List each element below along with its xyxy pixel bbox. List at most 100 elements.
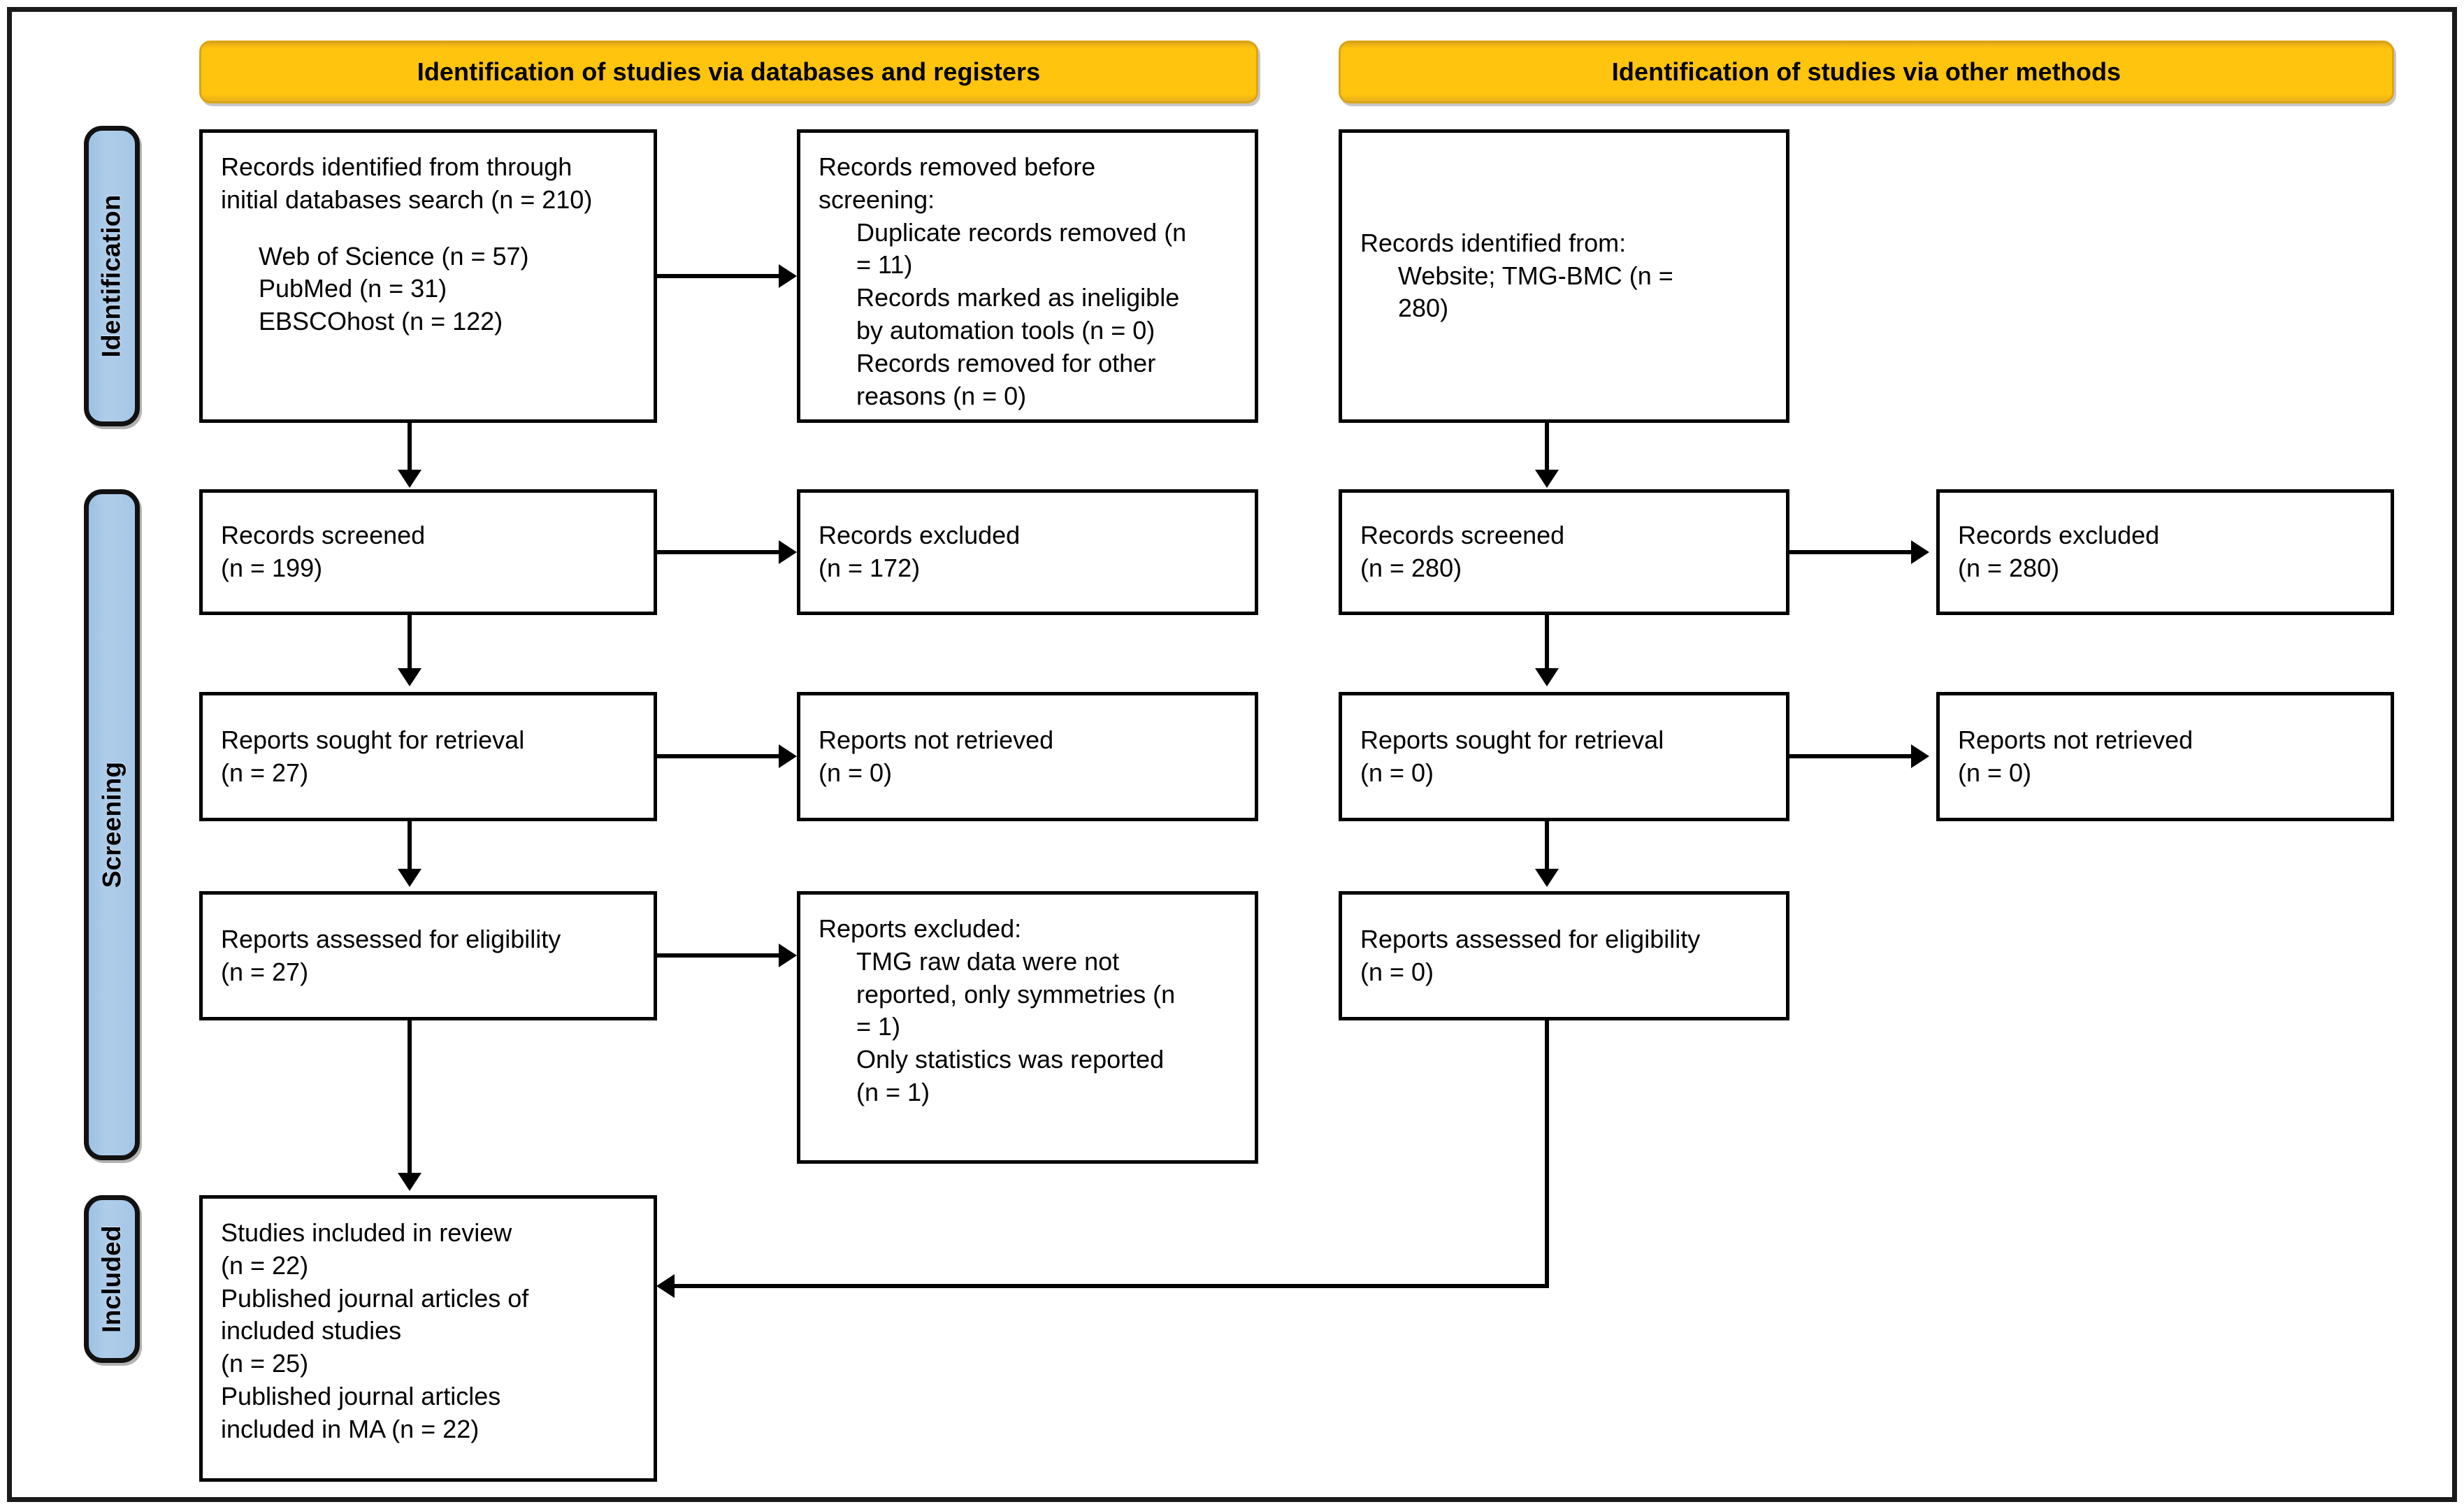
records-removed-duplicates-line-1: Duplicate records removed (n bbox=[856, 217, 1187, 247]
arrowhead-other-screened-to-sought bbox=[1535, 668, 1559, 686]
stage-label-identification-text: Identification bbox=[97, 194, 126, 358]
box-records-removed-before-screening: Records removed before screening: Duplic… bbox=[797, 129, 1258, 423]
published-articles-in-ma-line-1: Published journal articles bbox=[221, 1381, 501, 1410]
arrowhead-assessed-to-reports-excluded bbox=[779, 944, 797, 967]
published-articles-of-included-line-2: included studies bbox=[221, 1316, 402, 1345]
stage-label-identification: Identification bbox=[84, 126, 140, 426]
arrowhead-other-sought-to-not-retrieved bbox=[1911, 744, 1929, 768]
stage-label-screening-text: Screening bbox=[97, 761, 127, 888]
studies-included-count: (n = 22) bbox=[221, 1250, 309, 1280]
other-reports-sought-count: (n = 0) bbox=[1360, 758, 1434, 787]
column-header-databases-text: Identification of studies via databases … bbox=[417, 57, 1041, 86]
box-reports-not-retrieved-other-methods: Reports not retrieved (n = 0) bbox=[1936, 692, 2394, 821]
connector-other-screened-to-excluded bbox=[1789, 550, 1911, 554]
records-excluded-label: Records excluded bbox=[819, 521, 1021, 550]
records-removed-heading-part-c-italic: screening bbox=[819, 185, 928, 214]
connector-other-assessed-down bbox=[1545, 1020, 1549, 1288]
arrowhead-other-screened-to-excluded bbox=[1911, 540, 1929, 564]
other-reports-not-retrieved-count: (n = 0) bbox=[1958, 758, 2032, 787]
records-removed-heading-line-1: Records removed before bbox=[819, 151, 1237, 184]
connector-assessed-to-reports-excluded bbox=[657, 953, 779, 958]
published-articles-of-included-line-1: Published journal articles of bbox=[221, 1283, 529, 1313]
reports-excluded-reason-2-line-1: Only statistics was reported bbox=[856, 1045, 1165, 1074]
other-records-identified-heading: Records identified from: bbox=[1360, 228, 1627, 257]
reports-not-retrieved-count: (n = 0) bbox=[819, 758, 893, 787]
reports-not-retrieved-label: Reports not retrieved bbox=[819, 725, 1054, 754]
records-removed-heading-part-d: : bbox=[928, 185, 935, 214]
other-records-screened-count: (n = 280) bbox=[1360, 554, 1462, 582]
arrowhead-assessed-to-included bbox=[398, 1173, 422, 1191]
reports-assessed-count: (n = 27) bbox=[221, 957, 309, 986]
published-articles-in-ma-line-2: included in MA (n = 22) bbox=[221, 1414, 480, 1443]
records-removed-other-line-2: reasons (n = 0) bbox=[856, 381, 1027, 410]
connector-screened-to-sought bbox=[408, 615, 412, 670]
other-reports-assessed-count: (n = 0) bbox=[1360, 957, 1434, 986]
reports-excluded-reason-1-line-3: = 1) bbox=[856, 1012, 901, 1041]
other-records-excluded-count: (n = 280) bbox=[1958, 554, 2060, 582]
connector-screened-to-excluded bbox=[657, 550, 779, 554]
records-removed-ineligible-line-1: Records marked as ineligible bbox=[856, 283, 1180, 312]
reports-excluded-reason-1-line-1: TMG raw data were not bbox=[856, 946, 1120, 976]
box-records-excluded-other-methods: Records excluded (n = 280) bbox=[1936, 489, 2394, 615]
arrowhead-sought-to-assessed bbox=[398, 869, 422, 887]
box-reports-sought-databases: Reports sought for retrieval (n = 27) bbox=[199, 692, 657, 821]
records-removed-heading-line-2: screening: bbox=[819, 184, 1237, 217]
connector-sought-to-assessed bbox=[408, 821, 412, 870]
records-identified-source-ebscohost: EBSCOhost (n = 122) bbox=[259, 307, 503, 336]
box-reports-assessed-other-methods: Reports assessed for eligibility (n = 0) bbox=[1339, 891, 1789, 1020]
connector-other-screened-to-sought bbox=[1545, 615, 1549, 670]
box-reports-excluded-databases: Reports excluded: TMG raw data were not … bbox=[797, 891, 1258, 1164]
box-records-screened-databases: Records screened (n = 199) bbox=[199, 489, 657, 615]
reports-excluded-reason-2-line-2: (n = 1) bbox=[856, 1077, 930, 1106]
box-records-excluded-databases: Records excluded (n = 172) bbox=[797, 489, 1258, 615]
other-records-excluded-label: Records excluded bbox=[1958, 521, 2160, 550]
arrowhead-other-sought-to-assessed bbox=[1535, 869, 1559, 887]
stage-label-included: Included bbox=[84, 1195, 140, 1363]
records-removed-heading-part-a: Records removed bbox=[819, 152, 1025, 181]
connector-identified-to-removed bbox=[657, 274, 779, 278]
box-records-identified-other-methods: Records identified from: Website; TMG-BM… bbox=[1339, 129, 1789, 423]
connector-other-assessed-to-included bbox=[675, 1284, 1549, 1288]
records-removed-duplicates-line-2: = 11) bbox=[856, 250, 913, 280]
connector-other-identified-to-screened bbox=[1545, 423, 1549, 472]
records-identified-source-pubmed: PubMed (n = 31) bbox=[259, 274, 447, 303]
stage-label-screening: Screening bbox=[84, 489, 140, 1160]
connector-sought-to-not-retrieved bbox=[657, 754, 779, 758]
box-records-screened-other-methods: Records screened (n = 280) bbox=[1339, 489, 1789, 615]
spacer bbox=[221, 217, 635, 240]
arrowhead-other-identified-to-screened bbox=[1535, 470, 1559, 488]
records-screened-label: Records screened bbox=[221, 521, 426, 550]
reports-sought-label: Reports sought for retrieval bbox=[221, 725, 525, 754]
box-reports-not-retrieved-databases: Reports not retrieved (n = 0) bbox=[797, 692, 1258, 821]
records-identified-source-web-of-science: Web of Science (n = 57) bbox=[259, 241, 529, 270]
reports-excluded-heading: Reports excluded: bbox=[819, 914, 1022, 943]
column-header-databases: Identification of studies via databases … bbox=[199, 41, 1258, 103]
studies-included-label: Studies included in review bbox=[221, 1218, 512, 1247]
connector-other-sought-to-assessed bbox=[1545, 821, 1549, 870]
other-reports-sought-label: Reports sought for retrieval bbox=[1360, 725, 1664, 754]
reports-excluded-reason-1-line-2: reported, only symmetries (n bbox=[856, 979, 1176, 1009]
box-records-identified-databases: Records identified from through initial … bbox=[199, 129, 657, 423]
box-reports-assessed-databases: Reports assessed for eligibility (n = 27… bbox=[199, 891, 657, 1020]
arrowhead-screened-to-excluded bbox=[779, 540, 797, 564]
box-studies-included-in-review: Studies included in review (n = 22) Publ… bbox=[199, 1195, 657, 1482]
records-identified-line-1: Records identified from through bbox=[221, 152, 572, 181]
other-records-identified-source-line-1: Website; TMG-BMC (n = bbox=[1398, 261, 1673, 290]
records-excluded-count: (n = 172) bbox=[819, 554, 921, 582]
arrowhead-identified-to-screened bbox=[398, 470, 422, 488]
connector-other-sought-to-not-retrieved bbox=[1789, 754, 1911, 758]
stage-label-included-text: Included bbox=[97, 1225, 127, 1333]
reports-assessed-label: Reports assessed for eligibility bbox=[221, 924, 561, 953]
other-reports-assessed-label: Reports assessed for eligibility bbox=[1360, 924, 1701, 953]
other-records-identified-source-line-2: 280) bbox=[1398, 294, 1449, 323]
box-reports-sought-other-methods: Reports sought for retrieval (n = 0) bbox=[1339, 692, 1789, 821]
records-screened-count: (n = 199) bbox=[221, 554, 323, 582]
arrowhead-sought-to-not-retrieved bbox=[779, 744, 797, 768]
published-articles-of-included-count: (n = 25) bbox=[221, 1349, 309, 1378]
records-removed-ineligible-line-2: by automation tools (n = 0) bbox=[856, 315, 1155, 345]
other-reports-not-retrieved-label: Reports not retrieved bbox=[1958, 725, 2193, 754]
connector-assessed-to-included bbox=[408, 1020, 412, 1173]
connector-identified-to-screened bbox=[408, 423, 412, 472]
other-records-screened-label: Records screened bbox=[1360, 521, 1565, 550]
